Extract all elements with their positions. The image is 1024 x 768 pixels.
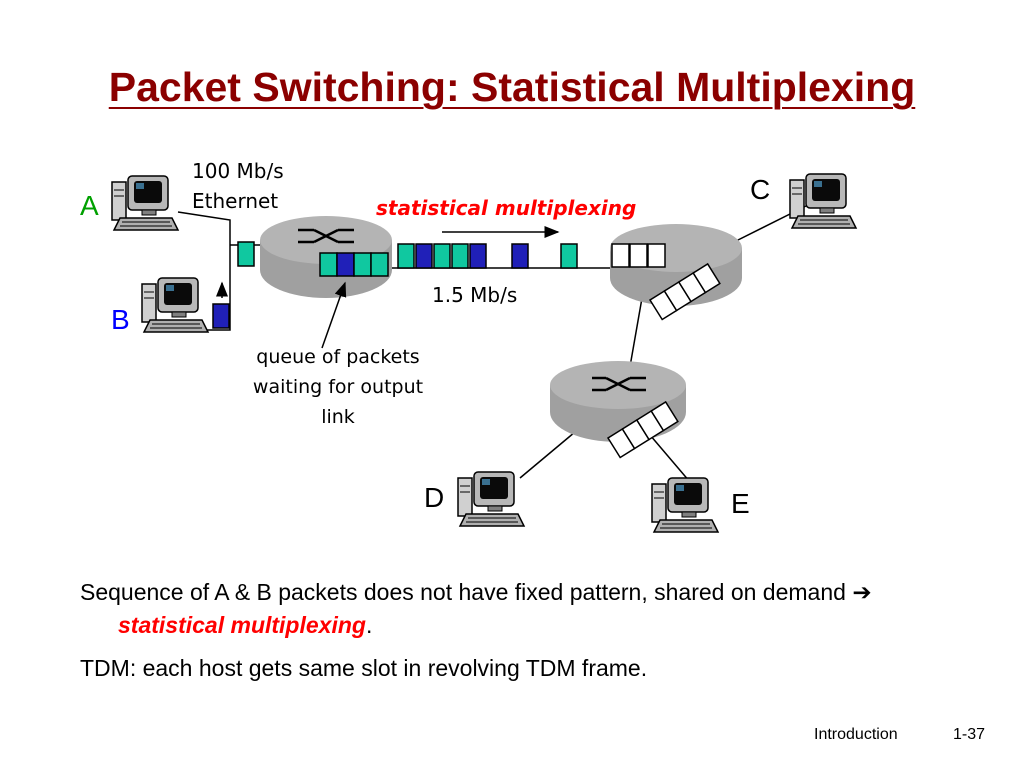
queue-caption-line2: waiting for output	[252, 376, 424, 398]
slide-title-text: Packet Switching: Statistical Multiplexi…	[108, 64, 916, 110]
statistical-multiplexing-label: statistical multiplexing	[376, 196, 637, 220]
host-e-computer-icon[interactable]	[651, 477, 719, 533]
router-de	[550, 361, 686, 459]
host-d-computer-icon[interactable]	[457, 471, 525, 527]
router-c	[610, 224, 742, 321]
footer-section: Introduction	[814, 726, 898, 743]
bullet-1-text: Sequence of A & B packets does not have …	[80, 579, 846, 605]
host-b-computer-icon[interactable]	[141, 277, 209, 333]
footer-page-number: 1-37	[953, 726, 986, 743]
queue-pointer-arrow	[321, 281, 347, 349]
host-d-label: D	[424, 482, 445, 513]
packet-from-b	[212, 303, 230, 329]
bullet-list: Sequence of A & B packets does not have …	[80, 576, 960, 695]
host-c-label: C	[750, 174, 771, 205]
arrow-icon: ➔	[852, 579, 872, 605]
link-packets	[397, 243, 578, 269]
bullet-1: Sequence of A & B packets does not have …	[80, 576, 960, 642]
ethernet-type: Ethernet	[192, 189, 279, 213]
host-a-computer-icon[interactable]	[111, 175, 179, 231]
bullet-1-emphasis: statistical multiplexing	[118, 612, 366, 638]
slide-title: Packet Switching: Statistical Multiplexi…	[0, 64, 1024, 111]
queue-caption-line1: queue of packets	[256, 346, 420, 368]
host-b-label: B	[111, 304, 130, 335]
host-e-label: E	[731, 488, 750, 519]
ethernet-rate: 100 Mb/s	[192, 159, 284, 183]
queue-caption: queue of packets waiting for output link	[218, 342, 458, 432]
output-link-rate: 1.5 Mb/s	[432, 283, 518, 307]
packet-from-a	[237, 241, 255, 267]
output-queue	[319, 252, 389, 277]
bullet-1-end: .	[365, 612, 373, 638]
ethernet-link-label: 100 Mb/s Ethernet	[192, 156, 284, 216]
host-a-label: A	[80, 190, 99, 221]
queue-caption-line3: link	[321, 406, 355, 428]
bullet-2: TDM: each host gets same slot in revolvi…	[80, 655, 648, 681]
host-c-computer-icon[interactable]	[789, 173, 857, 229]
